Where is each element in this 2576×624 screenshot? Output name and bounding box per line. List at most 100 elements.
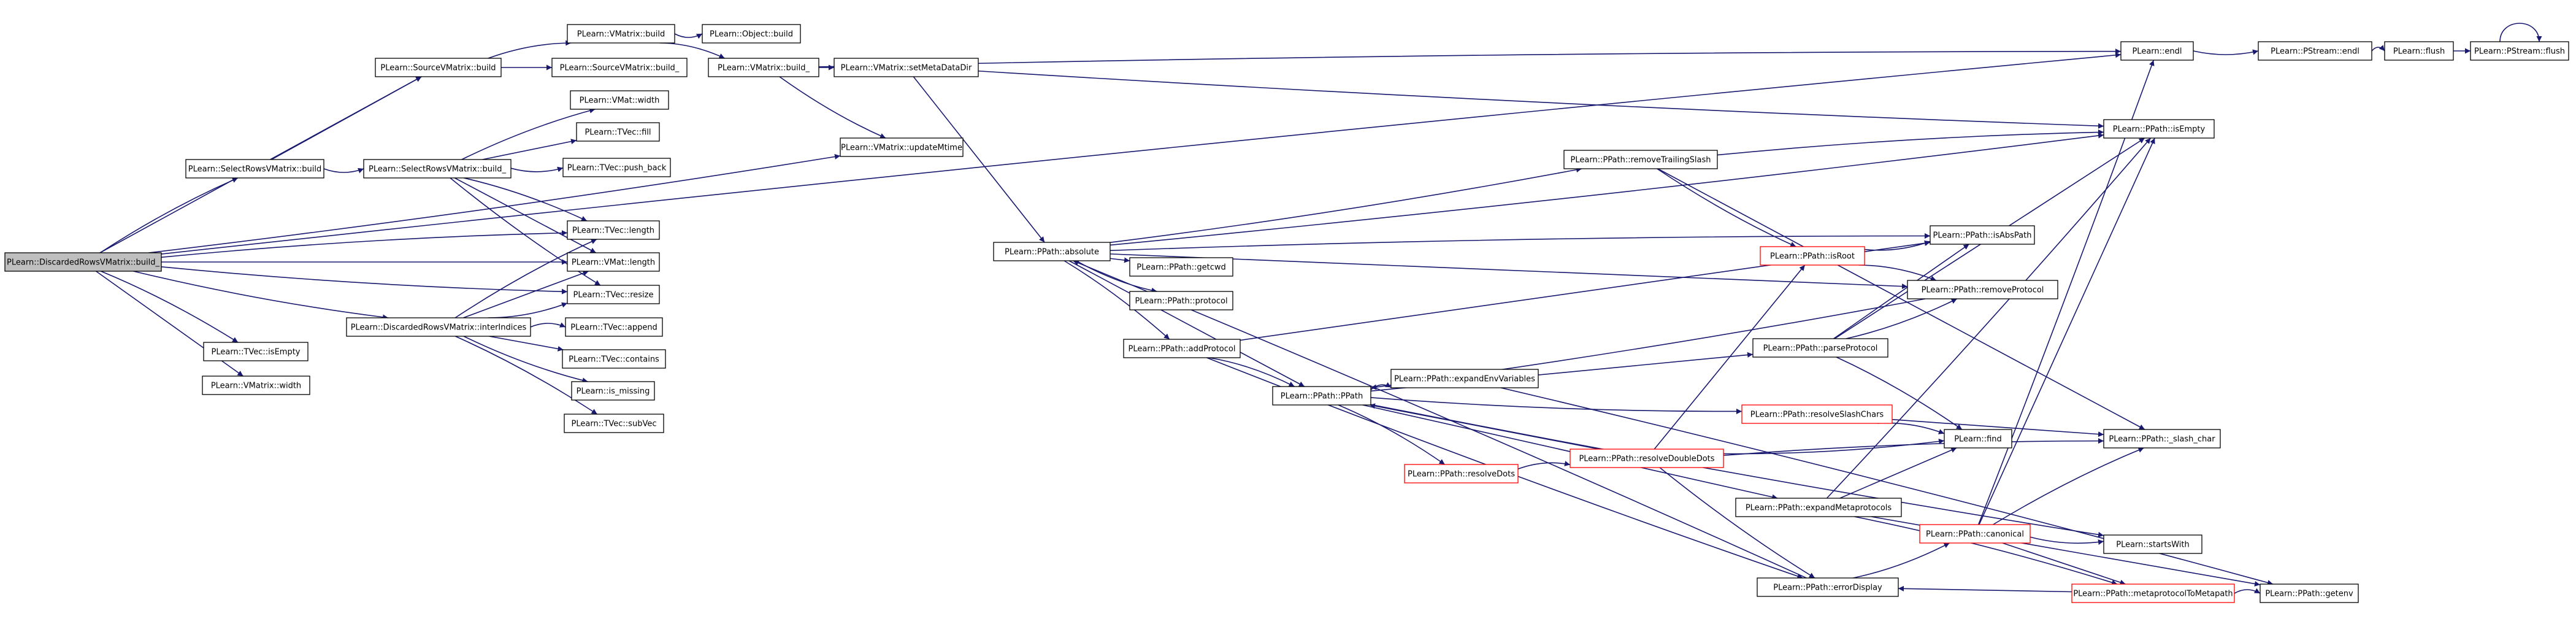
node-resolvedoubledots[interactable]: PLearn::PPath::resolveDoubleDots <box>1570 449 1724 468</box>
node-label: PLearn::PPath::metaprotocolToMetapath <box>2073 590 2233 599</box>
call-edge <box>489 336 564 352</box>
node-tvec-pushback[interactable]: PLearn::TVec::push_back <box>562 158 671 177</box>
node-absolute[interactable]: PLearn::PPath::absolute <box>993 242 1111 261</box>
node-srcv-build[interactable]: PLearn::SourceVMatrix::build <box>375 58 502 77</box>
node-expandmeta[interactable]: PLearn::PPath::expandMetaprotocols <box>1735 498 1902 517</box>
node-box <box>203 342 309 361</box>
node-tvec-fill[interactable]: PLearn::TVec::fill <box>576 122 660 142</box>
node-vmat-width[interactable]: PLearn::VMat::width <box>570 90 669 110</box>
node-srv-build-[interactable]: PLearn::SelectRowsVMatrix::build_ <box>363 159 512 179</box>
node-vmatrix-width[interactable]: PLearn::VMatrix::width <box>202 376 310 395</box>
node-tvec-contains[interactable]: PLearn::TVec::contains <box>562 349 666 369</box>
node-box <box>1570 449 1724 468</box>
node-getcwd[interactable]: PLearn::PPath::getcwd <box>1129 257 1233 277</box>
node-box <box>2120 41 2194 61</box>
node-canonical[interactable]: PLearn::PPath::canonical <box>1919 524 2031 544</box>
node-label: PLearn::SourceVMatrix::build <box>380 64 496 73</box>
node-box <box>1741 404 1893 424</box>
node-box <box>1757 577 1899 597</box>
node-label: PLearn::PPath::addProtocol <box>1129 345 1236 354</box>
node-pstream-flush[interactable]: PLearn::PStream::flush <box>2470 41 2569 61</box>
node-srcv-build-[interactable]: PLearn::SourceVMatrix::build_ <box>551 58 688 77</box>
node-ppath[interactable]: PLearn::PPath::PPath <box>1272 386 1371 406</box>
node-label: PLearn::VMatrix::width <box>211 382 301 391</box>
call-edge <box>1846 298 1958 339</box>
node-getenv[interactable]: PLearn::PPath::getenv <box>2260 584 2359 603</box>
node-label: PLearn::PPath::parseProtocol <box>1763 344 1878 353</box>
node-is-missing[interactable]: PLearn::is_missing <box>571 381 655 401</box>
node-box <box>565 317 663 337</box>
node-label: PLearn::endl <box>2132 47 2182 56</box>
node-box <box>2258 41 2372 61</box>
call-edge <box>1110 257 1130 263</box>
node-obj-build[interactable]: PLearn::Object::build <box>702 24 801 44</box>
node-pstream-endl[interactable]: PLearn::PStream::endl <box>2258 41 2372 61</box>
node-resolveslash[interactable]: PLearn::PPath::resolveSlashChars <box>1741 404 1893 424</box>
node-box <box>1760 246 1865 266</box>
node-startswith[interactable]: PLearn::startsWith <box>2103 534 2202 554</box>
node-slashchar[interactable]: PLearn::PPath::_slash_char <box>2103 429 2221 449</box>
node-isempty[interactable]: PLearn::PPath::isEmpty <box>2103 119 2215 139</box>
node-box <box>1735 498 1902 517</box>
node-removeprotocol[interactable]: PLearn::PPath::removeProtocol <box>1907 280 2058 299</box>
node-resolvedots[interactable]: PLearn::PPath::resolveDots <box>1404 464 1519 483</box>
node-find[interactable]: PLearn::find <box>1944 429 2012 449</box>
node-label: PLearn::find <box>1954 435 2002 444</box>
node-label: PLearn::TVec::fill <box>585 128 651 137</box>
node-protocol[interactable]: PLearn::PPath::protocol <box>1129 291 1233 310</box>
node-label: PLearn::flush <box>2393 47 2445 56</box>
node-label: PLearn::PPath::absolute <box>1005 248 1099 257</box>
node-box <box>571 381 655 401</box>
node-label: PLearn::VMatrix::setMetaDataDir <box>841 64 972 73</box>
node-label: PLearn::PStream::endl <box>2271 47 2359 56</box>
node-label: PLearn::PPath::protocol <box>1135 297 1227 306</box>
call-edge <box>323 168 364 174</box>
call-edge <box>913 76 1045 243</box>
node-tvec-length[interactable]: PLearn::TVec::length <box>567 220 660 240</box>
node-box <box>2470 41 2569 61</box>
call-edge <box>2002 542 2126 585</box>
node-box <box>834 58 979 77</box>
node-errordisplay[interactable]: PLearn::PPath::errorDisplay <box>1757 577 1899 597</box>
call-edge <box>463 177 588 221</box>
node-box <box>1752 338 1888 358</box>
node-box <box>363 159 512 179</box>
call-edge <box>1723 438 1945 455</box>
node-tvec-subvec[interactable]: PLearn::TVec::subVec <box>564 414 664 433</box>
node-endl[interactable]: PLearn::endl <box>2120 41 2194 61</box>
node-setmeta[interactable]: PLearn::VMatrix::setMetaDataDir <box>834 58 979 77</box>
call-edge <box>1833 244 1969 339</box>
call-edge <box>463 270 589 318</box>
node-label: PLearn::TVec::append <box>570 323 657 333</box>
node-label: PLearn::SourceVMatrix::build_ <box>560 64 680 73</box>
call-edge <box>1369 403 1600 450</box>
node-box <box>1930 225 2035 245</box>
node-root[interactable]: PLearn::DiscardedRowsVMatrix::build_ <box>4 252 162 272</box>
node-tvec-append[interactable]: PLearn::TVec::append <box>565 317 663 337</box>
node-vmat-length[interactable]: PLearn::VMat::length <box>567 252 660 272</box>
node-expandenv[interactable]: PLearn::PPath::expandEnvVariables <box>1390 369 1539 388</box>
node-box <box>1129 257 1233 277</box>
node-box <box>1907 280 2058 299</box>
node-isroot[interactable]: PLearn::PPath::isRoot <box>1760 246 1865 266</box>
node-label: PLearn::PPath::getenv <box>2265 590 2353 599</box>
node-srv-build[interactable]: PLearn::SelectRowsVMatrix::build <box>185 159 324 179</box>
node-drv-inter[interactable]: PLearn::DiscardedRowsVMatrix::interIndic… <box>346 317 531 337</box>
node-metatometa[interactable]: PLearn::PPath::metaprotocolToMetapath <box>2071 584 2235 603</box>
node-parseprotocol[interactable]: PLearn::PPath::parseProtocol <box>1752 338 1888 358</box>
node-addprotocol[interactable]: PLearn::PPath::addProtocol <box>1123 339 1241 358</box>
node-flush[interactable]: PLearn::flush <box>2384 41 2454 61</box>
call-edge <box>450 177 601 286</box>
node-vm-build-[interactable]: PLearn::VMatrix::build_ <box>708 58 819 77</box>
node-box <box>551 58 688 77</box>
node-tvec-resize[interactable]: PLearn::TVec::resize <box>567 285 660 304</box>
node-isabspath[interactable]: PLearn::PPath::isAbsPath <box>1930 225 2035 245</box>
node-label: PLearn::TVec::resize <box>573 291 654 300</box>
node-vm-build[interactable]: PLearn::VMatrix::build <box>567 24 675 44</box>
node-tvec-isempty[interactable]: PLearn::TVec::isEmpty <box>203 342 309 361</box>
node-removetrailing[interactable]: PLearn::PPath::removeTrailingSlash <box>1563 150 1718 169</box>
node-box <box>562 158 671 177</box>
node-box <box>567 220 660 240</box>
node-label: PLearn::PPath::expandEnvVariables <box>1394 375 1535 384</box>
node-updmtime[interactable]: PLearn::VMatrix::updateMtime <box>840 137 964 157</box>
